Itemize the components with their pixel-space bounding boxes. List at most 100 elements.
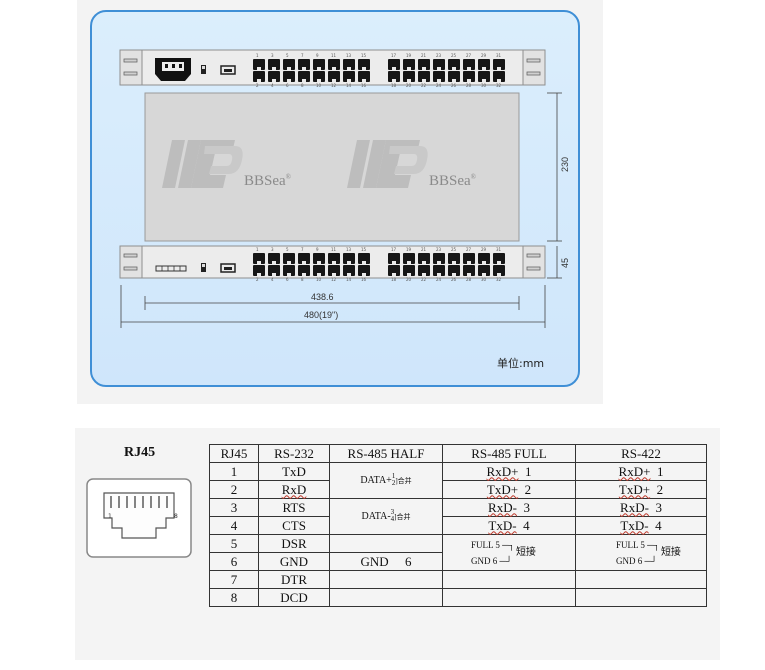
port-number-label: 16	[361, 83, 367, 88]
ethernet-port-icon	[418, 253, 430, 264]
port-number-label: 8	[301, 277, 304, 282]
port-number-label: 19	[406, 53, 412, 58]
ethernet-port-icon	[388, 253, 400, 264]
port-number-label: 21	[421, 53, 427, 58]
table-header-row: RJ45 RS-232 RS-485 HALF RS-485 FULL RS-4…	[209, 444, 707, 463]
ethernet-port-icon	[283, 71, 295, 82]
ethernet-port-icon	[343, 59, 355, 70]
dimension-height-label: 230	[560, 156, 570, 172]
port-number-label: 30	[481, 83, 487, 88]
port-number-label: 17	[391, 53, 397, 58]
rs232-cell: DTR	[258, 570, 330, 589]
rs422-cell: RxD- 3	[575, 498, 707, 517]
port-number-label: 10	[316, 277, 322, 282]
port-number-label: 15	[361, 53, 367, 58]
rs422-cell: TxD+ 2	[575, 480, 707, 499]
ethernet-port-icon	[283, 59, 295, 70]
port-number-label: 3	[271, 53, 274, 58]
rs422-cell: RxD+ 1	[575, 462, 707, 481]
rj45-jack-icon	[86, 478, 192, 558]
ethernet-port-icon	[313, 71, 325, 82]
ethernet-port-icon	[388, 59, 400, 70]
rj45-pin8-label: 8	[174, 513, 178, 520]
port-number-label: 7	[301, 53, 304, 58]
ethernet-port-icon	[448, 253, 460, 264]
port-number-label: 32	[496, 83, 502, 88]
ethernet-port-icon	[418, 59, 430, 70]
full-cell: RxD- 3	[442, 498, 576, 517]
ethernet-port-icon	[463, 265, 475, 276]
ethernet-port-icon	[343, 71, 355, 82]
port-number-label: 22	[421, 83, 427, 88]
table-row: 6 GND GND 6	[209, 552, 707, 571]
port-number-label: 28	[466, 83, 472, 88]
ethernet-port-icon	[388, 71, 400, 82]
pin-cell: 2	[209, 480, 259, 499]
table-row: 8 DCD	[209, 588, 707, 607]
port-number-label: 32	[496, 277, 502, 282]
pin-cell: 3	[209, 498, 259, 517]
port-number-label: 4	[271, 277, 274, 282]
port-number-label: 9	[316, 53, 319, 58]
ethernet-port-icon	[328, 59, 340, 70]
port-number-label: 1	[256, 53, 259, 58]
ethernet-port-icon	[343, 265, 355, 276]
port-number-label: 16	[361, 277, 367, 282]
ethernet-port-icon	[478, 253, 490, 264]
brand-label-left: BBSea®	[244, 173, 291, 189]
rs232-cell: RTS	[258, 498, 330, 517]
rs232-cell: DCD	[258, 588, 330, 607]
bbsea-logo-left	[162, 140, 243, 188]
ethernet-port-icon	[283, 253, 295, 264]
rs232-cell: TxD	[258, 462, 330, 481]
port-number-label: 2	[256, 277, 259, 282]
ethernet-port-icon	[403, 265, 415, 276]
ethernet-port-icon	[253, 71, 265, 82]
ethernet-port-icon	[313, 253, 325, 264]
ethernet-port-icon	[448, 59, 460, 70]
ethernet-port-icon	[283, 265, 295, 276]
table-row: 5 DSR FULL 5 ─┐ GND 6 ─┘ 短接 FULL 5 ─┐ GN…	[209, 534, 707, 571]
port-number-label: 22	[421, 277, 427, 282]
ethernet-port-icon	[343, 253, 355, 264]
port-number-label: 11	[331, 247, 337, 252]
header-rs422: RS-422	[575, 444, 707, 463]
half-empty-cell	[329, 570, 443, 589]
port-number-label: 4	[271, 83, 274, 88]
ethernet-port-icon	[478, 59, 490, 70]
ethernet-port-icon	[463, 253, 475, 264]
bbsea-logo-right	[347, 140, 428, 188]
port-number-label: 8	[301, 83, 304, 88]
ethernet-port-icon	[433, 59, 445, 70]
rs232-cell: RxD	[258, 480, 330, 499]
port-number-label: 6	[286, 277, 289, 282]
led-indicator-strip	[155, 265, 187, 272]
port-number-label: 3	[271, 247, 274, 252]
port-number-label: 15	[361, 247, 367, 252]
port-number-label: 11	[331, 53, 337, 58]
ethernet-port-icon	[418, 71, 430, 82]
ethernet-port-icon	[328, 71, 340, 82]
console-port-icon-lower	[220, 263, 236, 273]
ethernet-port-icon	[388, 265, 400, 276]
port-number-label: 20	[406, 277, 412, 282]
ethernet-port-icon	[358, 71, 370, 82]
rs232-cell: DSR	[258, 534, 330, 553]
header-rs485-half: RS-485 HALF	[329, 444, 443, 463]
pinout-table: RJ45 RS-232 RS-485 HALF RS-485 FULL RS-4…	[209, 444, 707, 607]
power-socket-icon	[155, 58, 191, 81]
rs422-short-cell: FULL 5 ─┐ GND 6 ─┘ 短接	[575, 534, 707, 571]
port-number-label: 29	[481, 247, 487, 252]
port-number-label: 25	[451, 247, 457, 252]
ethernet-port-icon	[268, 265, 280, 276]
ethernet-port-icon	[463, 71, 475, 82]
ethernet-port-icon	[493, 71, 505, 82]
ethernet-port-icon	[298, 253, 310, 264]
full-short-cell: FULL 5 ─┐ GND 6 ─┘ 短接	[442, 534, 576, 571]
ethernet-port-icon	[448, 71, 460, 82]
ethernet-port-icon	[403, 71, 415, 82]
